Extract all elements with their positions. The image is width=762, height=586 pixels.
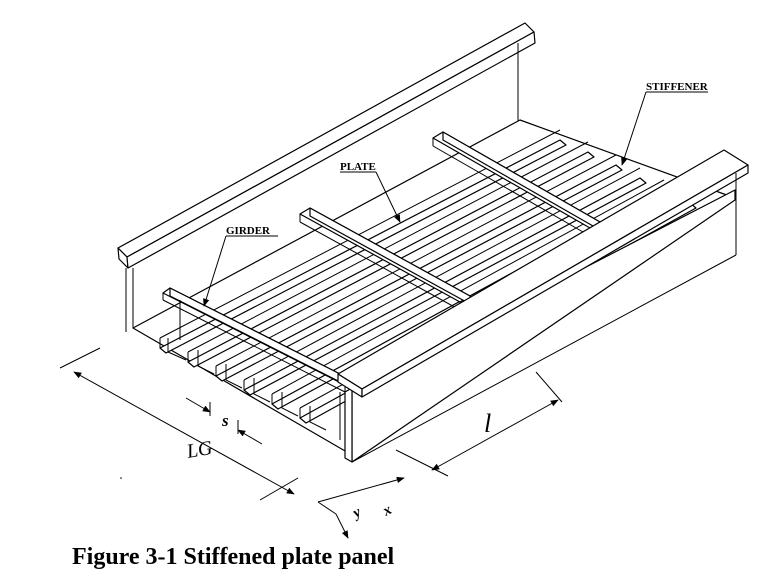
front-wall xyxy=(337,149,749,463)
x-axis-label: x xyxy=(379,502,394,520)
span-label: l xyxy=(484,409,491,438)
y-axis-label: y xyxy=(349,504,364,522)
girder-callout: GIRDER xyxy=(203,225,278,307)
stiffener-label: STIFFENER xyxy=(646,81,709,93)
plate-label: PLATE xyxy=(340,161,376,173)
figure-caption: Figure 3-1 Stiffened plate panel xyxy=(72,544,395,570)
girder-length-dimension: LG xyxy=(59,347,299,501)
girder-length-label: LG xyxy=(184,437,215,463)
coordinate-axes: y x xyxy=(317,476,405,539)
span-dimension: l xyxy=(395,371,563,477)
stray-dot xyxy=(120,477,122,479)
stiffener-spacing-dimension: s xyxy=(185,397,263,445)
girder-label: GIRDER xyxy=(226,225,271,237)
plate-callout: PLATE xyxy=(340,161,401,223)
stiffener-callout: STIFFENER xyxy=(621,81,709,166)
stiffener-spacing-label: s xyxy=(221,411,229,430)
back-wall xyxy=(117,22,536,332)
